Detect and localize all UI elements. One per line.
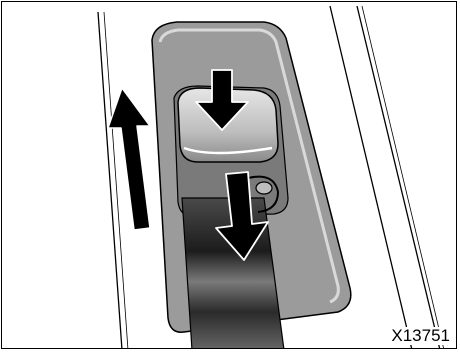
figure-code-label: X13751 (389, 327, 452, 345)
seat-belt-adjuster-illustration (2, 2, 457, 349)
pillar-lines-left (98, 12, 128, 349)
anchor-bolt (256, 182, 272, 194)
